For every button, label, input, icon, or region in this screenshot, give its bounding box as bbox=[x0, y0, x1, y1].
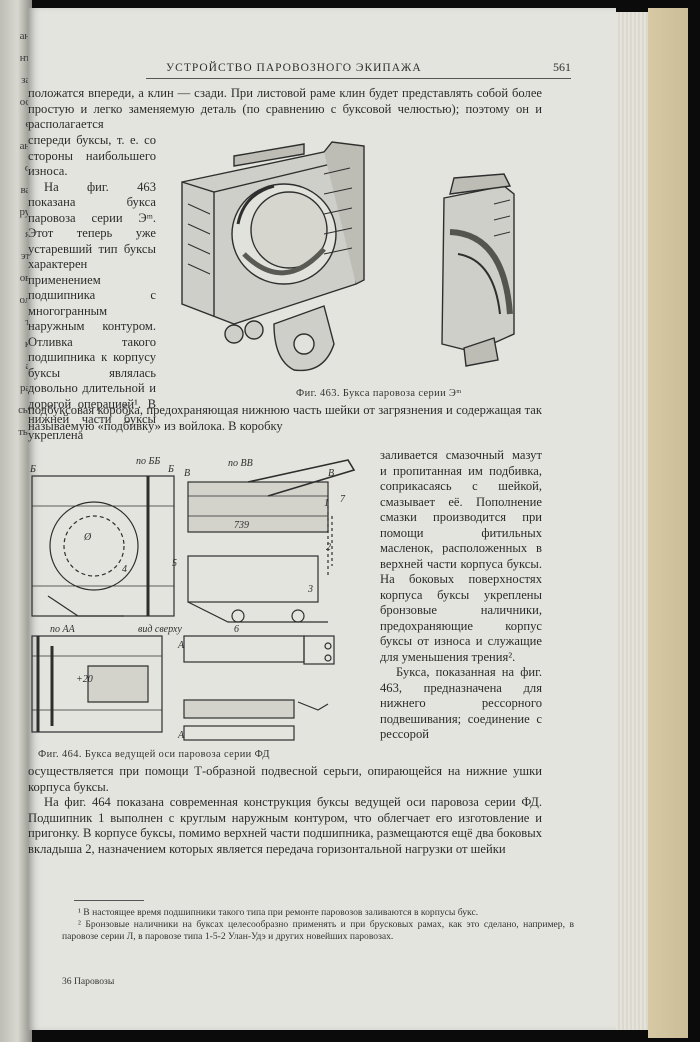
fig464-label: 4 bbox=[122, 564, 127, 575]
left-page-text-fragment: ол bbox=[19, 294, 31, 306]
footnote: ² Бронзовые наличники на буксах целесооб… bbox=[62, 919, 574, 942]
fig464-label: В bbox=[184, 468, 190, 479]
printer-signature: 36 Паровозы bbox=[62, 976, 115, 987]
left-page-text-fragment: ва bbox=[20, 184, 30, 196]
fig464-label: по ВВ bbox=[228, 458, 253, 469]
left-page-text-fragment: сы bbox=[18, 404, 30, 416]
fig464-label: 2 bbox=[326, 542, 331, 553]
fig464-label: 7 bbox=[340, 494, 346, 505]
figure-464-drawing: по ББ по ВВ вид сверху по АА 739 Ø 1 2 3… bbox=[29, 456, 356, 741]
left-page-text-fragment: к bbox=[25, 338, 30, 350]
left-page-text-fragment: а bbox=[25, 360, 30, 372]
book-page: Устройство паровозного экипажа 561 полож… bbox=[28, 8, 616, 1030]
fig464-label: 739 bbox=[234, 520, 249, 531]
figure-463-caption: Фиг. 463. Букса паровоза серии Эᵐ bbox=[296, 388, 462, 399]
left-page-text-fragment: я bbox=[25, 228, 30, 240]
book-cover-board bbox=[648, 8, 688, 1038]
left-page-text-fragment: ты bbox=[18, 426, 30, 438]
text-block: спереди буксы, т. е. со стороны наибольш… bbox=[28, 133, 156, 178]
text-block: На фиг. 464 показана современная констру… bbox=[28, 795, 542, 856]
left-page-text-fragment: о bbox=[25, 162, 31, 174]
text-block: заливается смазочный мазут и пропитанная… bbox=[380, 448, 542, 664]
left-column: спереди буксы, т. е. со стороны наибольш… bbox=[28, 133, 156, 443]
fig464-label: вид сверху bbox=[138, 624, 182, 635]
paragraph-top: положатся впереди, а клин — сзади. При л… bbox=[28, 86, 542, 133]
figure-464-caption: Фиг. 464. Букса ведущей оси паровоза сер… bbox=[38, 749, 270, 760]
page-block-edges bbox=[612, 12, 648, 1030]
left-page-text-fragment: ов bbox=[19, 272, 31, 284]
left-page-text-fragment: за bbox=[21, 74, 30, 86]
left-page-text-fragment: ра bbox=[20, 382, 30, 394]
text-block: положатся впереди, а клин — сзади. При л… bbox=[28, 86, 542, 131]
fig464-label: А bbox=[177, 730, 185, 741]
fig464-label: +20 bbox=[76, 674, 93, 685]
fig464-label: В bbox=[328, 468, 334, 479]
page-number: 561 bbox=[553, 60, 571, 74]
left-page-text-fragment: ан bbox=[19, 140, 31, 152]
paragraph-middle: подбуксовая коробка, предохраняющая нижн… bbox=[28, 403, 542, 434]
text-block: подбуксовая коробка, предохраняющая нижн… bbox=[28, 403, 542, 433]
fig464-label: А bbox=[177, 640, 185, 651]
fig464-label: 5 bbox=[172, 558, 177, 569]
left-page-text-fragment: е bbox=[25, 118, 30, 130]
footnotes: ¹ В настоящее время подшипники такого ти… bbox=[62, 907, 574, 943]
fig464-label: по ББ bbox=[136, 456, 160, 467]
figure-463-drawing bbox=[181, 141, 515, 372]
left-page-text-fragment: нт bbox=[19, 52, 31, 64]
running-title: Устройство паровозного экипажа bbox=[166, 62, 422, 74]
fig464-label: 1 bbox=[324, 498, 329, 509]
left-page-text-fragment: ан bbox=[19, 30, 31, 42]
footnote-rule bbox=[74, 900, 144, 901]
running-header: Устройство паровозного экипажа 561 bbox=[146, 58, 571, 79]
text-block: осуществляется при помощи Т-образной под… bbox=[28, 764, 542, 794]
fig464-label: 6 bbox=[234, 624, 239, 635]
left-page-text-fragment: ру bbox=[19, 206, 31, 218]
previous-page-edge: ан нт за ос е ан о ва ру я эт ов ол тка ра сы ты bbox=[0, 0, 32, 1042]
left-page-text-fragment: эт bbox=[20, 250, 30, 262]
right-column: заливается смазочный мазут и пропитанная… bbox=[380, 448, 542, 743]
text-block: На фиг. 463 показана букса паровоза сери… bbox=[28, 179, 156, 442]
fig464-label: Б bbox=[29, 464, 36, 475]
fig464-label: Б bbox=[167, 464, 174, 475]
left-page-text-fragment: ос bbox=[19, 96, 30, 108]
fig464-label: Ø bbox=[83, 532, 92, 543]
left-page-text-fragment: т bbox=[25, 316, 30, 328]
fig464-label: 3 bbox=[307, 584, 313, 595]
fig464-label: по АА bbox=[50, 624, 76, 635]
footnote: ¹ В настоящее время подшипники такого ти… bbox=[78, 907, 479, 918]
paragraph-bottom: осуществляется при помощи Т-образной под… bbox=[28, 764, 542, 857]
text-block: Букса, показанная на фиг. 463, предназна… bbox=[380, 665, 542, 741]
